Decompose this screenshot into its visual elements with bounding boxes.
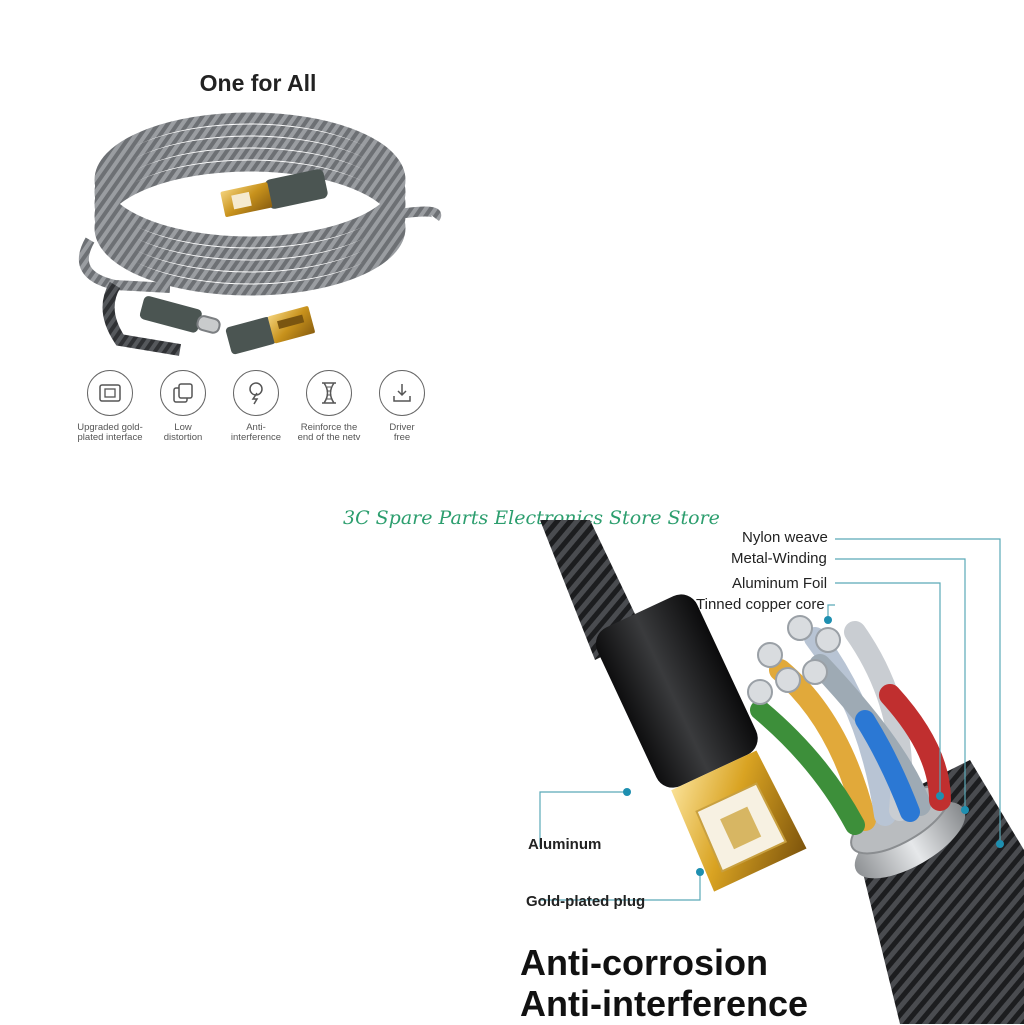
- label-aluminum-foil: Aluminum Foil: [732, 575, 828, 592]
- tagline-anti-interference: Anti-interference: [520, 983, 809, 1024]
- cable-cross-section-image: [539, 520, 1024, 1024]
- lightning-shield-icon: [233, 370, 279, 416]
- feature-label: Driver free: [389, 422, 415, 443]
- store-watermark: 3C Spare Parts Electronics Store Store: [343, 507, 720, 529]
- feature-label: Anti- interference: [230, 422, 282, 443]
- copy-stack-icon: [160, 370, 206, 416]
- feature-reinforce-end: Reinforce the end of the netv: [283, 370, 375, 443]
- feature-label: Reinforce the end of the netv: [297, 422, 361, 443]
- download-tray-icon: [379, 370, 425, 416]
- coiled-cable-image: [78, 112, 442, 356]
- product-title: One for All: [199, 70, 317, 96]
- label-nylon-weave: Nylon weave: [742, 529, 828, 546]
- feature-label: Low distortion: [163, 422, 203, 443]
- feature-gold-plated: Upgraded gold- plated interface: [64, 370, 156, 443]
- feature-label: Upgraded gold- plated interface: [77, 422, 143, 443]
- reinforced-joint-icon: [306, 370, 352, 416]
- label-aluminum: Aluminum: [528, 836, 602, 853]
- tagline-anti-corrosion: Anti-corrosion: [520, 942, 768, 983]
- feature-low-distortion: Low distortion: [137, 370, 229, 443]
- feature-anti-interference: Anti- interference: [210, 370, 302, 443]
- label-gold-plated-plug: Gold-plated plug: [526, 893, 646, 910]
- feature-driver-free: Driver free: [356, 370, 448, 443]
- printer-port-icon: [87, 370, 133, 416]
- label-metal-winding: Metal-Winding: [731, 550, 827, 567]
- label-tinned-copper-core: Tinned copper core: [696, 596, 825, 613]
